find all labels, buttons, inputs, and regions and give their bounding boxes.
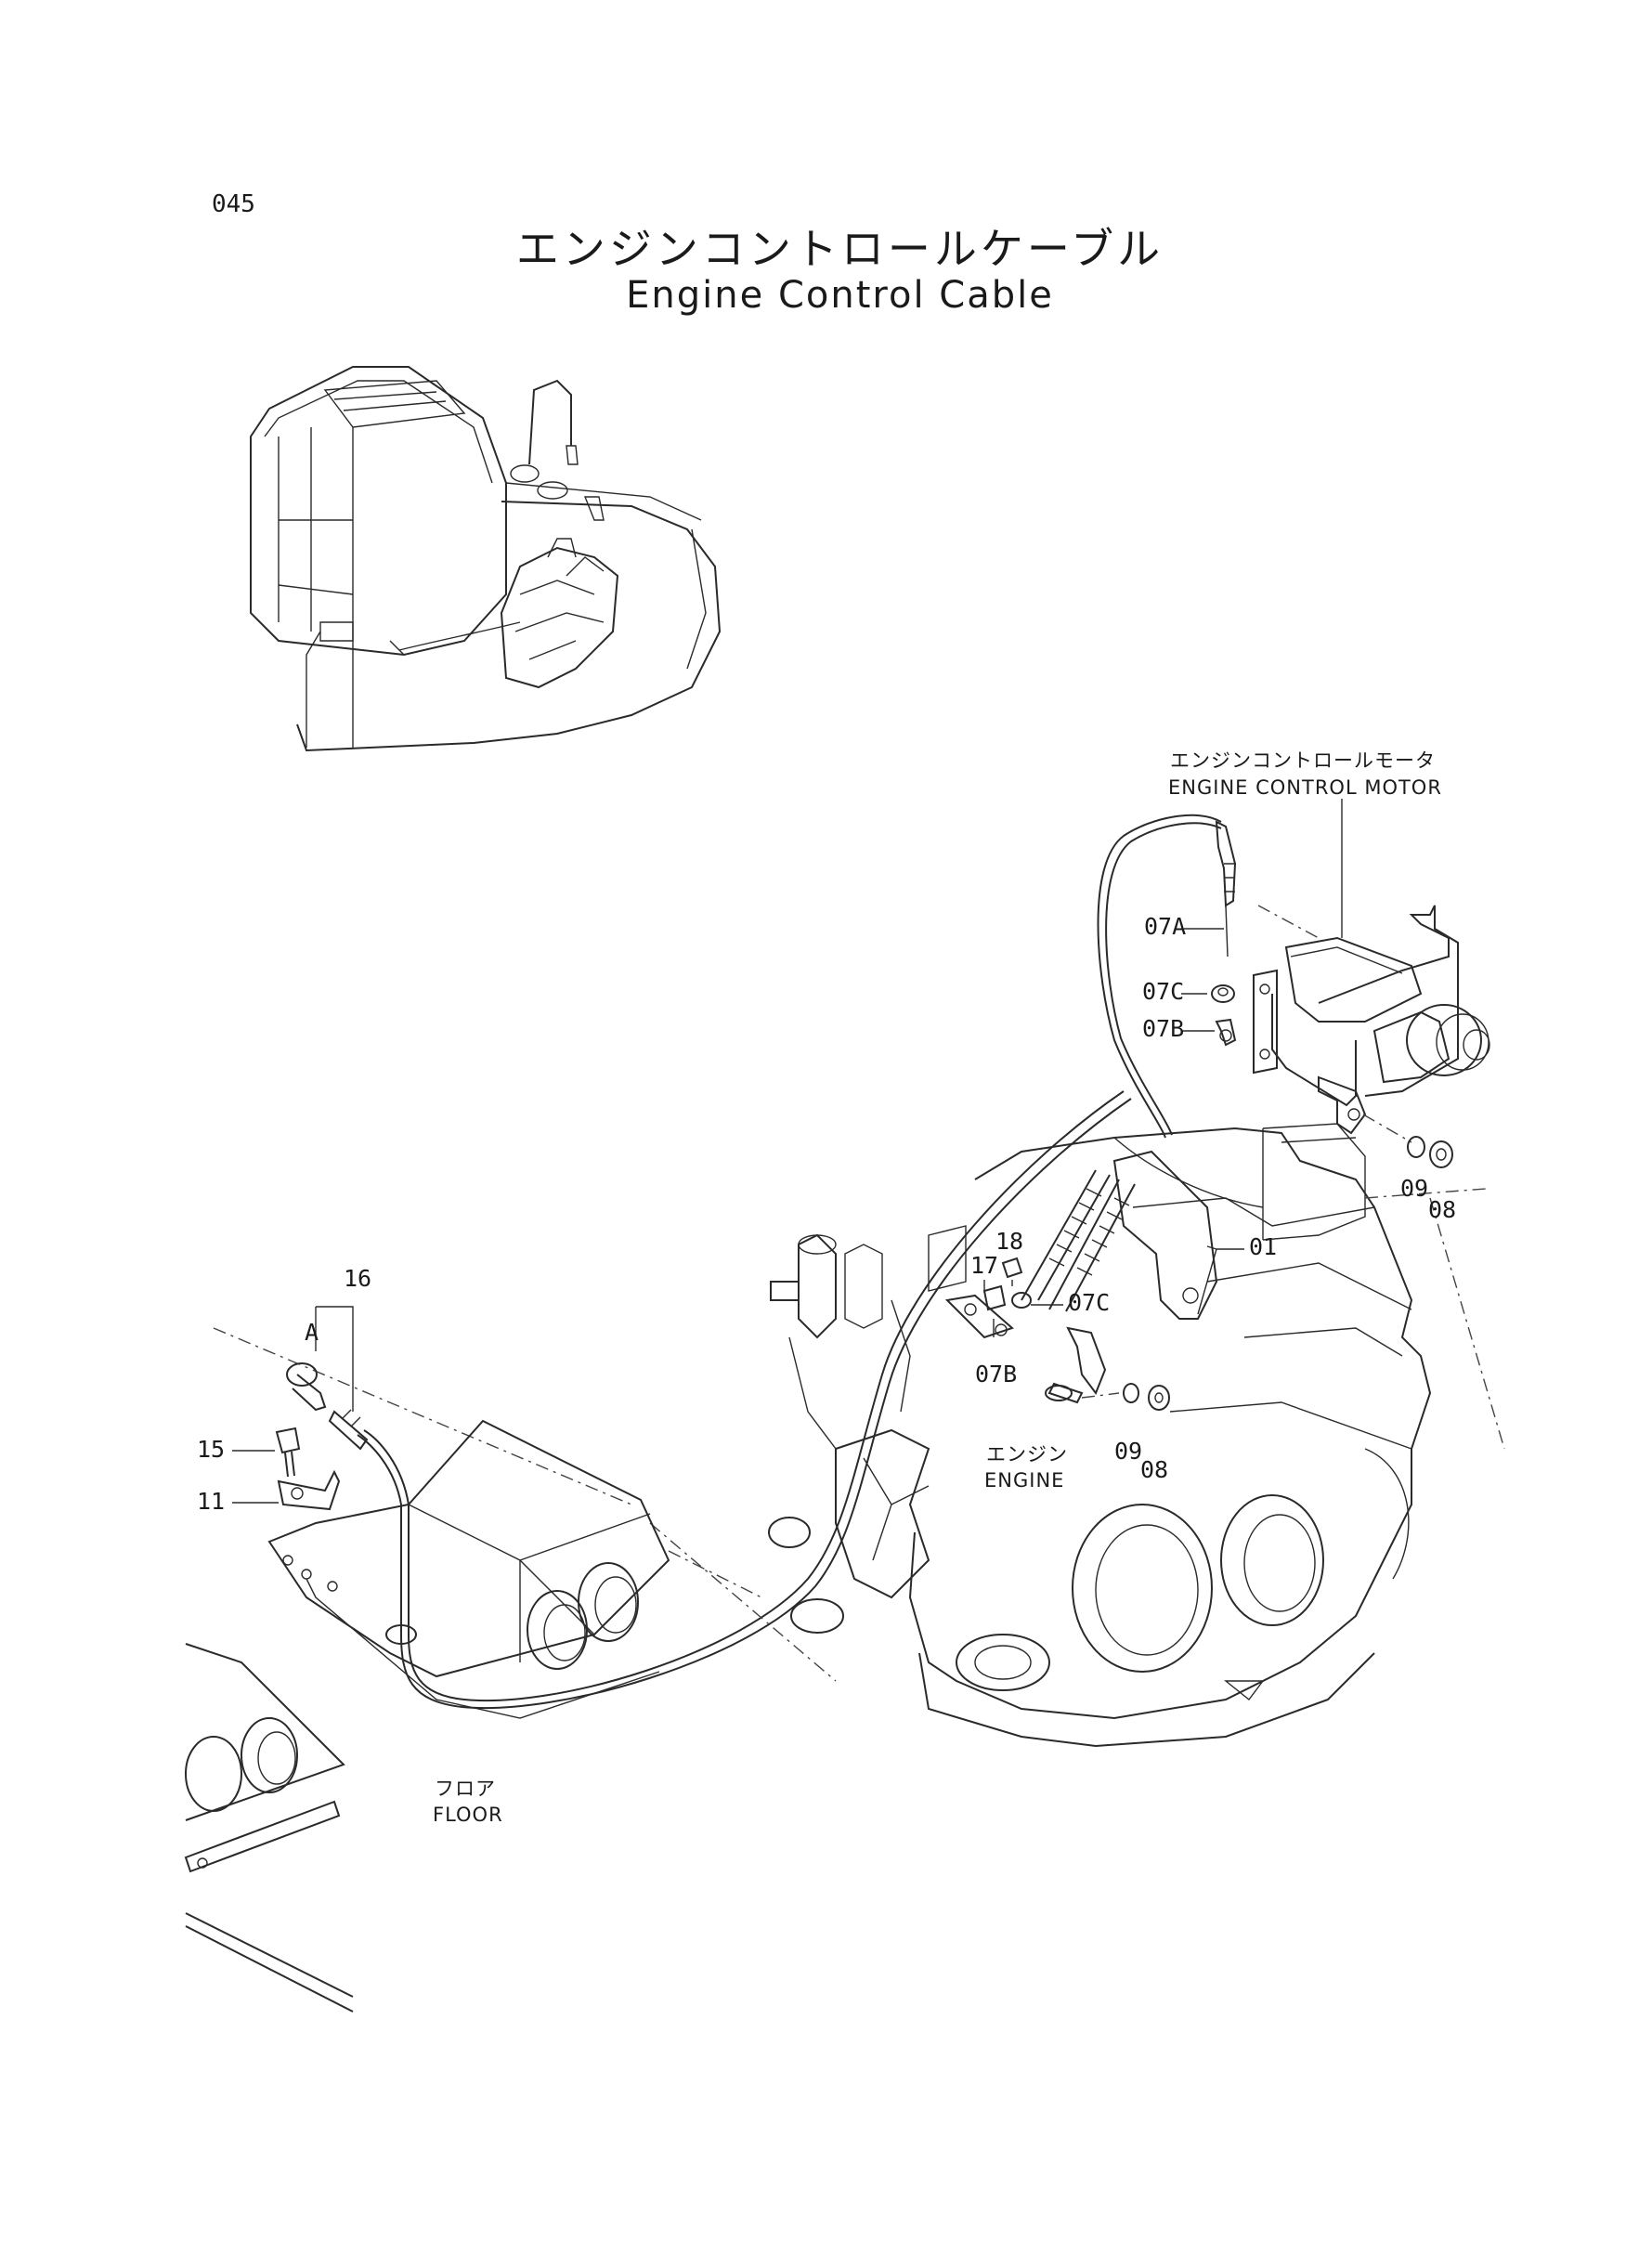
callout-11: 11 — [197, 1488, 226, 1515]
callout-leaders — [232, 928, 1244, 1504]
engine-label-japanese: エンジン — [986, 1443, 1068, 1466]
callout-16: 16 — [344, 1265, 372, 1292]
engine-illustration — [768, 1123, 1505, 1748]
callout-08-middle: 08 — [1140, 1456, 1169, 1483]
title-english: Engine Control Cable — [626, 274, 1054, 317]
callout-A: A — [305, 1319, 319, 1346]
callout-07C-upper: 07C — [1142, 978, 1185, 1005]
callout-07A: 07A — [1144, 913, 1187, 940]
floor-illustration — [184, 1327, 837, 2013]
callout-09-upper: 09 — [1400, 1175, 1429, 1202]
callout-17: 17 — [970, 1252, 999, 1279]
engine-label-english: ENGINE — [984, 1469, 1065, 1492]
callout-07C-middle: 07C — [1068, 1289, 1111, 1316]
callout-08-upper: 08 — [1428, 1196, 1457, 1223]
callout-18: 18 — [995, 1228, 1024, 1255]
callout-01: 01 — [1249, 1233, 1278, 1260]
floor-label-english: FLOOR — [433, 1804, 503, 1826]
callout-07B-upper: 07B — [1142, 1015, 1185, 1042]
page-number: 045 — [212, 190, 255, 218]
callout-15: 15 — [197, 1436, 226, 1463]
motor-label-japanese: エンジンコントロールモータ — [1170, 749, 1436, 772]
motor-label-english: ENGINE CONTROL MOTOR — [1168, 776, 1442, 799]
control-cable-illustration — [357, 814, 1453, 1709]
title-japanese: エンジンコントロールケーブル — [515, 224, 1164, 274]
callout-07B-middle: 07B — [975, 1361, 1018, 1388]
excavator-overview-illustration — [250, 366, 722, 752]
engine-control-motor-illustration — [1253, 905, 1490, 1143]
callout-09-middle: 09 — [1114, 1438, 1143, 1465]
floor-label-japanese: フロア — [435, 1778, 496, 1800]
